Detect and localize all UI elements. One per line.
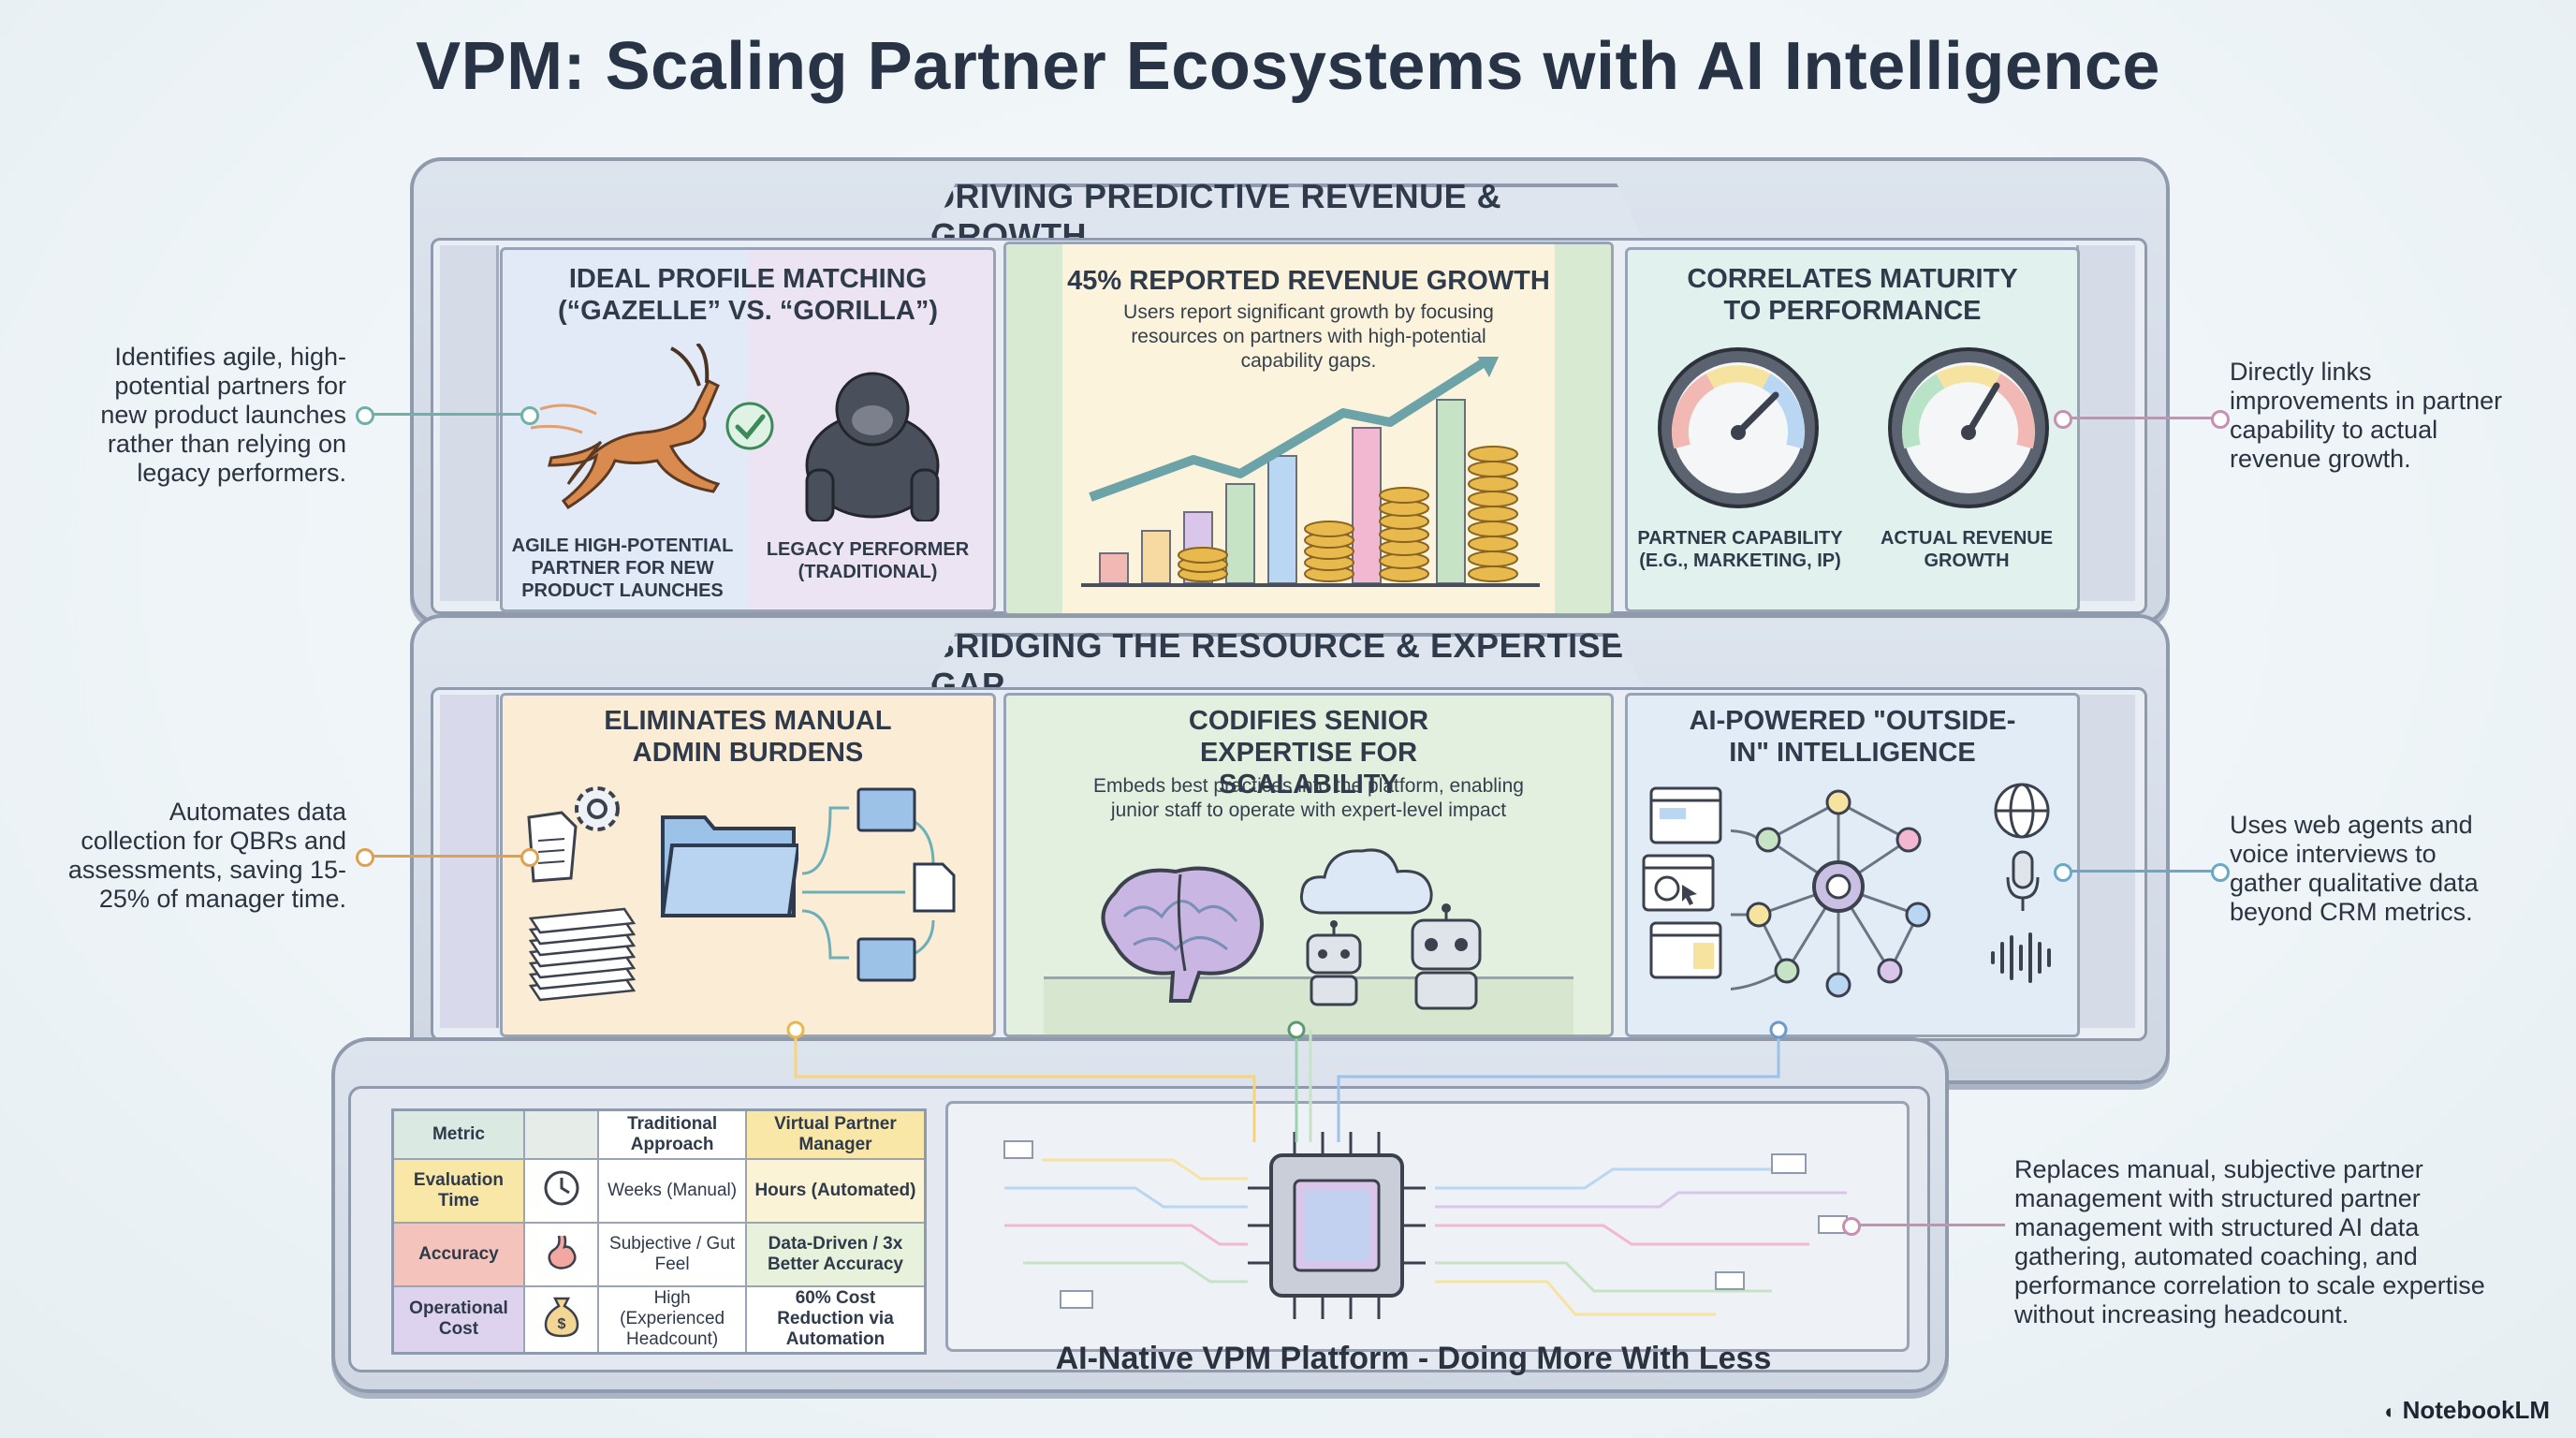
table-header-metric: Metric <box>391 1108 525 1160</box>
connector-dot <box>2054 410 2072 429</box>
table-cell-vpm: Data-Driven / 3x Better Accuracy <box>744 1221 927 1287</box>
table-cell-vpm: 60% Cost Reduction via Automation <box>744 1284 927 1355</box>
table-header-icon <box>522 1108 600 1160</box>
connector-dot <box>1842 1217 1861 1236</box>
form-window-icon <box>1649 921 1722 979</box>
robot-large-icon <box>1411 903 1482 1010</box>
connector-dot <box>2211 410 2230 429</box>
svg-text:$: $ <box>557 1316 565 1332</box>
top-shelf-label: DRIVING PREDICTIVE REVENUE & GROWTH <box>927 183 1646 245</box>
platform-label: AI-Native VPM Platform - Doing More With… <box>1055 1341 1772 1376</box>
table-cell-metric: Operational Cost <box>391 1284 525 1355</box>
circuit-traces <box>1003 1140 1848 1316</box>
stomach-icon <box>522 1221 600 1287</box>
panel-profile-title: IDEAL PROFILE MATCHING (“GAZELLE” VS. “G… <box>558 264 938 326</box>
panel-intel-title: AI-POWERED "OUTSIDE-IN" INTELLIGENCE <box>1689 706 2016 768</box>
folder-icon <box>660 815 798 917</box>
top-shelf-right-bracket <box>2076 245 2135 601</box>
paper-stack-icon <box>528 907 637 1002</box>
data-wires <box>786 1020 1788 1142</box>
soundwave-icon <box>1991 932 2051 983</box>
microphone-icon <box>2006 850 2040 911</box>
table-cell-metric: Evaluation Time <box>391 1157 525 1224</box>
panel-profile-matching: IDEAL PROFILE MATCHING (“GAZELLE” VS. “G… <box>500 247 996 612</box>
table-cell-traditional: High (Experienced Headcount) <box>597 1284 747 1355</box>
panel-growth-title: 45% REPORTED REVENUE GROWTH <box>1067 266 1550 296</box>
table-row: Operational Cost $ High (Experienced Hea… <box>391 1284 927 1355</box>
money-bag-icon: $ <box>522 1284 600 1355</box>
table-cell-metric: Accuracy <box>391 1221 525 1287</box>
panel-admin-title: ELIMINATES MANUAL ADMIN BURDENS <box>604 706 892 768</box>
gorilla-caption: LEGACY PERFORMER (TRADITIONAL) <box>766 539 970 582</box>
panel-admin-burdens: ELIMINATES MANUAL ADMIN BURDENS <box>500 693 996 1037</box>
notebooklm-brand: ◐NotebookLM <box>2384 1396 2550 1425</box>
connector-left-mid <box>365 855 530 858</box>
connector-right-top <box>2063 417 2220 419</box>
growth-right-wall <box>1555 244 1611 613</box>
table-cell-traditional: Weeks (Manual) <box>597 1157 747 1224</box>
workflow-arrows-icon <box>801 787 956 982</box>
panel-maturity: CORRELATES MATURITY TO PERFORMANCE PARTN… <box>1625 247 2080 612</box>
clock-icon <box>522 1157 600 1224</box>
panel-expertise-title: CODIFIES SENIOR EXPERTISE FOR SCALABILIT… <box>1188 706 1429 800</box>
note-left-mid: Automates data collection for QBRs and a… <box>67 798 346 913</box>
globe-icon <box>1994 783 2050 839</box>
panel-maturity-title: CORRELATES MATURITY TO PERFORMANCE <box>1687 264 2018 326</box>
connector-dot <box>520 848 539 867</box>
brand-label: NotebookLM <box>2402 1396 2550 1424</box>
growth-left-wall <box>1006 244 1062 613</box>
circuit-board <box>945 1101 1910 1352</box>
connector-left-top <box>365 413 530 416</box>
gauge-partner-capability-icon <box>1658 347 1819 508</box>
connector-dot <box>356 406 374 425</box>
comparison-table: Metric Traditional Approach Virtual Part… <box>391 1108 927 1355</box>
middle-shelf-right-bracket <box>2076 695 2135 1028</box>
page-title: VPM: Scaling Partner Ecosystems with AI … <box>416 29 2160 104</box>
panel-growth-subtitle: Users report significant growth by focus… <box>1123 301 1494 372</box>
checkmark-icon <box>725 402 774 450</box>
gazelle-caption: AGILE HIGH-POTENTIAL PARTNER FOR NEW PRO… <box>511 536 734 601</box>
table-cell-traditional: Subjective / Gut Feel <box>597 1221 747 1287</box>
browser-window-icon <box>1649 786 1722 844</box>
table-header-traditional: Traditional Approach <box>597 1108 747 1160</box>
gorilla-icon <box>805 372 940 521</box>
panel-revenue-growth: 45% REPORTED REVENUE GROWTH Users report… <box>1003 242 1614 616</box>
note-right-mid: Uses web agents and voice interviews to … <box>2230 811 2479 926</box>
gauge-revenue-growth-icon <box>1888 347 2049 508</box>
connector-right-mid <box>2063 870 2220 873</box>
middle-shelf-label: BRIDGING THE RESOURCE & EXPERTISE GAP <box>927 633 1646 695</box>
table-header-vpm: Virtual Partner Manager <box>744 1108 927 1160</box>
middle-shelf-left-bracket <box>440 695 499 1028</box>
table-row: Evaluation Time Weeks (Manual) Hours (Au… <box>391 1157 927 1224</box>
connector-dot <box>2211 863 2230 882</box>
connector-dot <box>356 848 374 867</box>
top-shelf-left-bracket <box>440 245 499 601</box>
panel-expertise: CODIFIES SENIOR EXPERTISE FOR SCALABILIT… <box>1003 693 1614 1037</box>
table-header-row: Metric Traditional Approach Virtual Part… <box>391 1108 927 1160</box>
table-row: Accuracy Subjective / Gut Feel Data-Driv… <box>391 1221 927 1287</box>
growth-bar-chart-illustration <box>1081 357 1540 587</box>
document-icon <box>527 811 578 883</box>
panel-expertise-subtitle: Embeds best practices into the platform,… <box>1093 775 1524 821</box>
connector-dot <box>2054 863 2072 882</box>
note-right-top: Directly links improvements in partner c… <box>2230 358 2503 473</box>
expertise-floor <box>1044 976 1573 1034</box>
brain-icon <box>1101 866 1264 1003</box>
cloud-icon <box>1299 848 1433 915</box>
gauge-partner-capability-label: PARTNER CAPABILITY (E.G., MARKETING, IP) <box>1637 528 1843 571</box>
web-cursor-icon <box>1642 854 1715 912</box>
table-cell-vpm: Hours (Automated) <box>744 1157 927 1224</box>
note-left-top: Identifies agile, high-potential partner… <box>100 343 346 487</box>
ai-chip-icon <box>1248 1132 1426 1319</box>
panel-outside-in: AI-POWERED "OUTSIDE-IN" INTELLIGENCE <box>1625 693 2080 1037</box>
gear-icon <box>575 786 620 831</box>
note-right-bottom: Replaces manual, subjective partner mana… <box>2014 1155 2485 1328</box>
ai-network-icon <box>1731 789 1931 998</box>
connector-dot <box>520 406 539 425</box>
connector-right-bottom <box>1852 1224 2005 1226</box>
robot-small-icon <box>1306 920 1362 1006</box>
gauge-revenue-growth-label: ACTUAL REVENUE GROWTH <box>1880 528 2054 571</box>
notebooklm-logo-icon: ◐ <box>2384 1400 2397 1423</box>
gazelle-icon <box>531 344 721 510</box>
